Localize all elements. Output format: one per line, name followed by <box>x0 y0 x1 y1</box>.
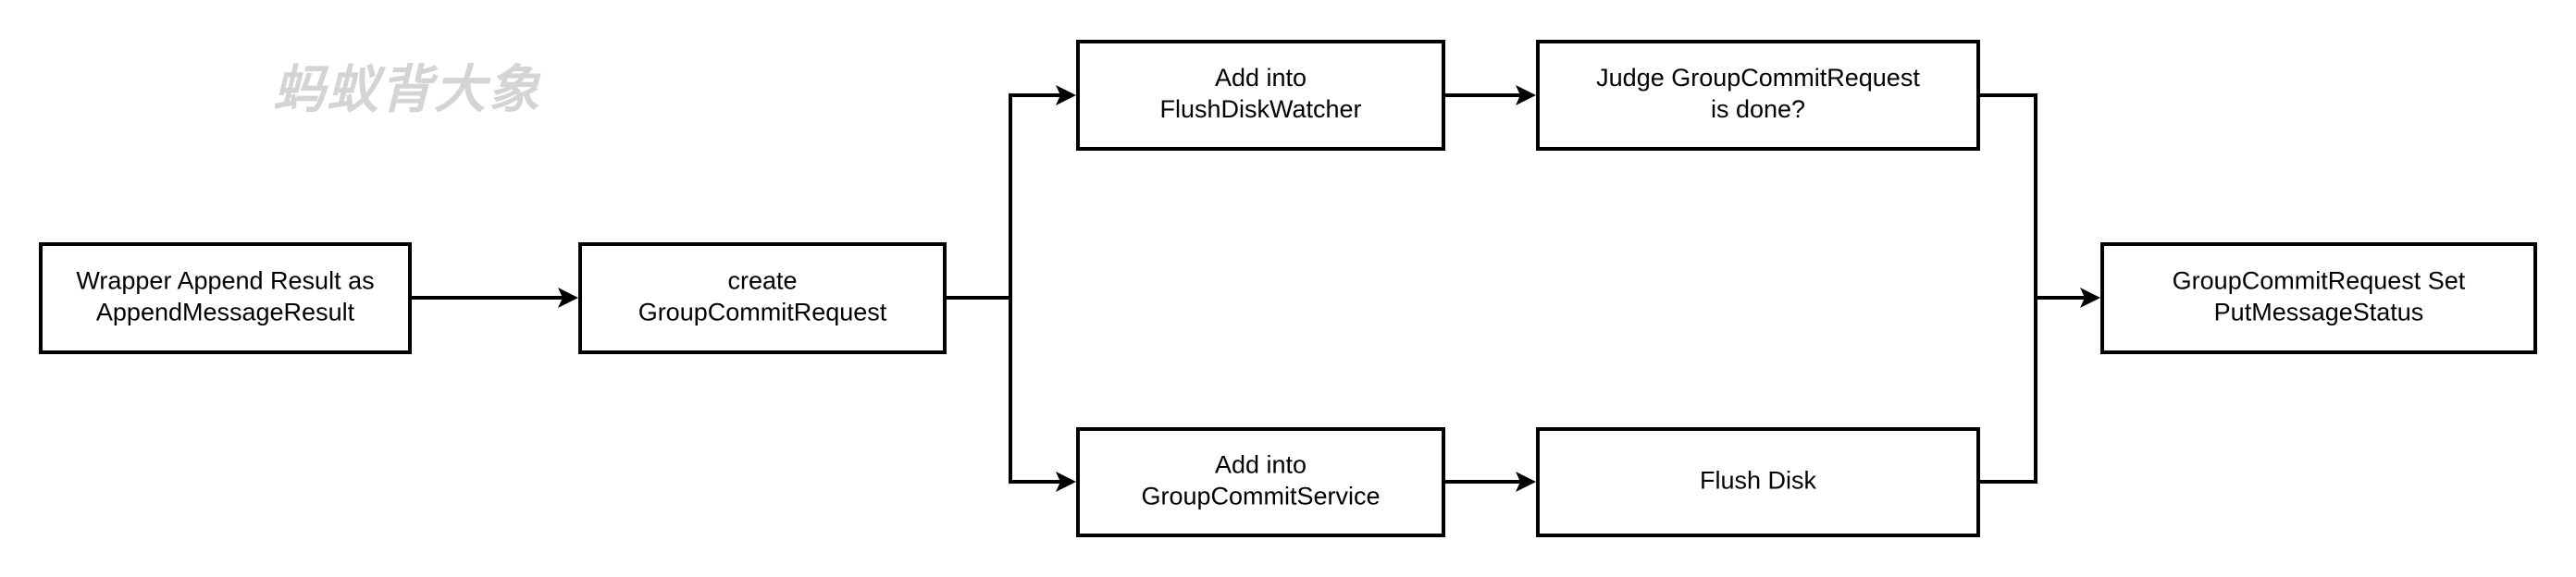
wrapper-append-result-node[interactable]: Wrapper Append Result as AppendMessageRes… <box>39 242 412 354</box>
node-label-line: AppendMessageResult <box>96 299 355 326</box>
node-box[interactable] <box>1536 40 1980 151</box>
edge-line <box>947 296 1060 484</box>
node-label-line: FlushDiskWatcher <box>1159 95 1361 123</box>
node-label-line: PutMessageStatus <box>2214 299 2424 326</box>
node-label-line: Flush Disk <box>1700 467 1817 495</box>
node-label-line: create <box>727 267 797 295</box>
arrow-head-icon <box>1056 472 1076 492</box>
edge-create-to-flush-disk-watcher <box>947 85 1076 300</box>
node-label-line: GroupCommitRequest <box>638 299 887 326</box>
node-label-line: GroupCommitRequest Set <box>2173 267 2466 295</box>
arrow-head-icon <box>1516 472 1536 492</box>
flush-disk-node[interactable]: Flush Disk <box>1536 427 1980 537</box>
arrow-head-icon <box>2080 288 2100 308</box>
node-box[interactable] <box>1536 427 1980 537</box>
node-label-line: GroupCommitService <box>1141 483 1380 510</box>
arrow-head-icon <box>558 288 578 308</box>
node-box[interactable] <box>1076 427 1445 537</box>
edges-layer <box>412 85 2100 492</box>
node-label-line: Judge GroupCommitRequest <box>1596 64 1920 92</box>
edge-line <box>947 93 1060 300</box>
edge-flush-disk-watcher-to-judge <box>1445 85 1536 105</box>
arrow-head-icon <box>1056 85 1076 105</box>
arrow-head-icon <box>1516 85 1536 105</box>
node-box[interactable] <box>1076 40 1445 151</box>
nodes-layer: Wrapper Append Result as AppendMessageRes… <box>39 40 2537 537</box>
edge-wrapper-to-create <box>412 288 578 308</box>
node-box[interactable] <box>578 242 947 354</box>
edge-create-to-group-commit-service <box>947 296 1076 492</box>
edge-line <box>1980 298 2037 484</box>
edge-line <box>1980 93 2085 300</box>
edge-judge-to-set-put-message-status <box>1980 93 2100 308</box>
node-label-line: Wrapper Append Result as <box>76 267 374 295</box>
edge-flush-disk-to-set-put-message-status <box>1980 298 2037 484</box>
node-label-line: Add into <box>1215 64 1307 92</box>
node-label-line: Add into <box>1215 451 1307 479</box>
edge-group-commit-service-to-flush-disk <box>1445 472 1536 492</box>
judge-group-commit-request-node[interactable]: Judge GroupCommitRequest is done? <box>1536 40 1980 151</box>
node-label-line: is done? <box>1711 95 1805 123</box>
node-box[interactable] <box>39 242 412 354</box>
node-box[interactable] <box>2100 242 2537 354</box>
